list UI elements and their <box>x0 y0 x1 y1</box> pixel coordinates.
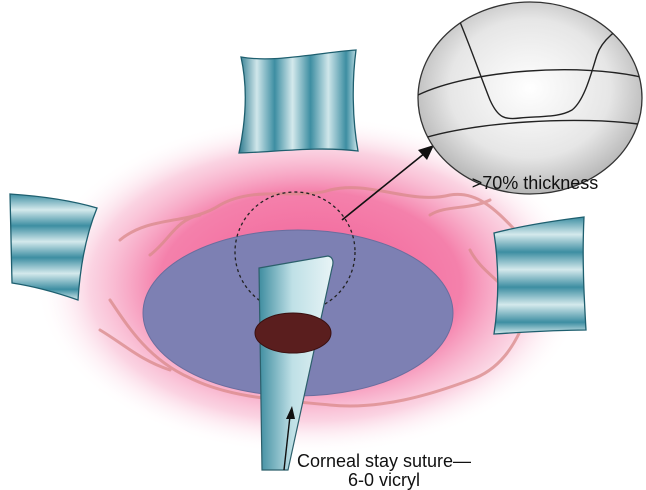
thickness-label: >70% thickness <box>472 173 599 193</box>
suture-label-line1: Corneal stay suture— <box>297 451 471 471</box>
suture-label-line2: 6-0 vicryl <box>348 470 420 490</box>
retractor-right <box>494 217 586 334</box>
magnified-inset: >70% thickness <box>418 2 645 194</box>
incision <box>255 313 331 353</box>
retractor-top <box>239 50 358 153</box>
